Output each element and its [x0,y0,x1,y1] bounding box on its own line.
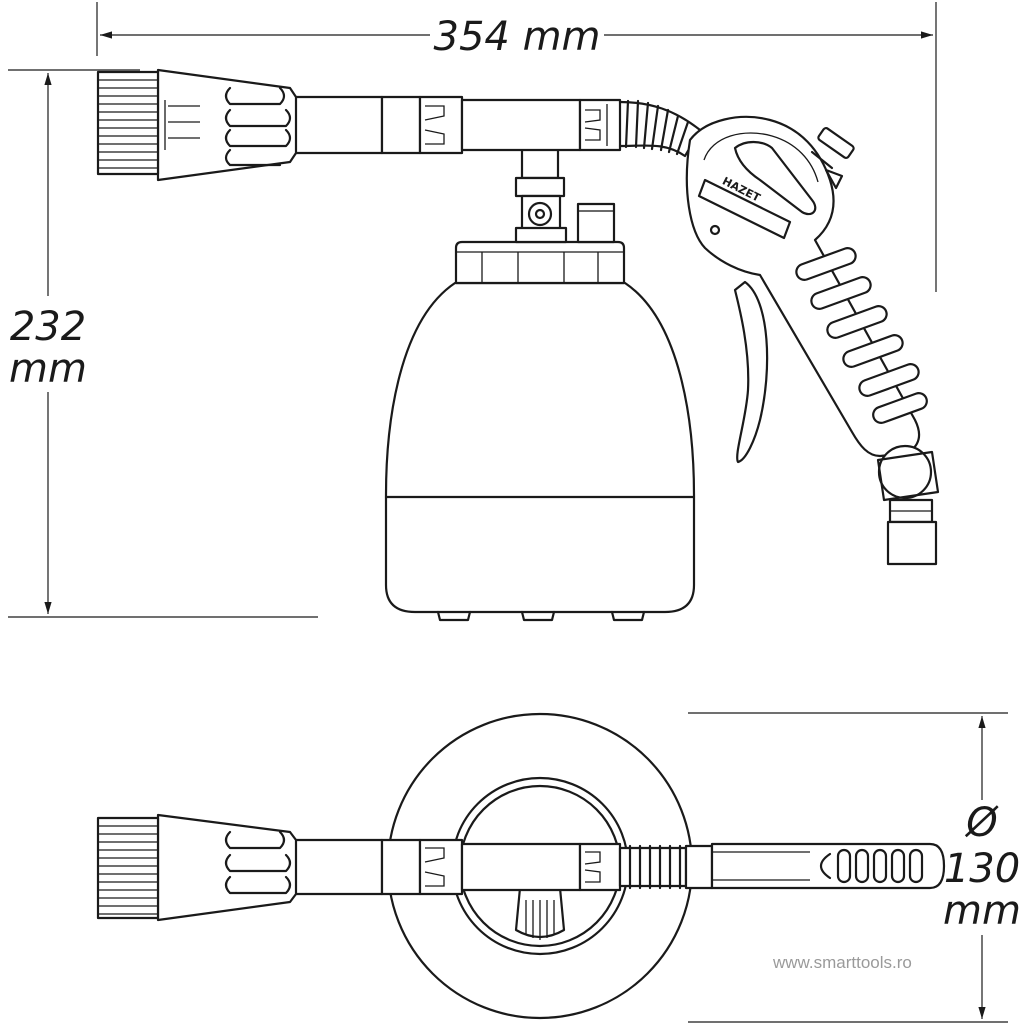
main-tube-top [288,838,946,896]
diameter-symbol: Ø [964,800,999,846]
tank-side [384,281,696,622]
length-dimension-label: 354 mm [434,14,601,60]
riser-swivel [514,142,568,244]
nozzle-brush-top [96,813,298,922]
height-dimension-unit: mm [9,346,87,392]
gun-handle-side: HAZET [685,115,940,566]
height-dimension: 232 mm [8,69,318,618]
watermark-text: www.smarttools.ro [772,953,912,972]
top-view [96,712,946,1020]
tank-cap [454,202,626,285]
flex-bellows-side [618,99,702,158]
side-view: HAZET [96,68,940,622]
length-dimension: 354 mm [96,2,937,292]
height-dimension-value: 232 [10,304,86,350]
main-tube-side [288,95,622,155]
nozzle-brush-side [96,68,298,182]
diameter-dimension-value: 130 [944,846,1020,892]
diameter-dimension: Ø 130 mm [688,712,1021,1023]
diameter-dimension-unit: mm [943,888,1021,934]
